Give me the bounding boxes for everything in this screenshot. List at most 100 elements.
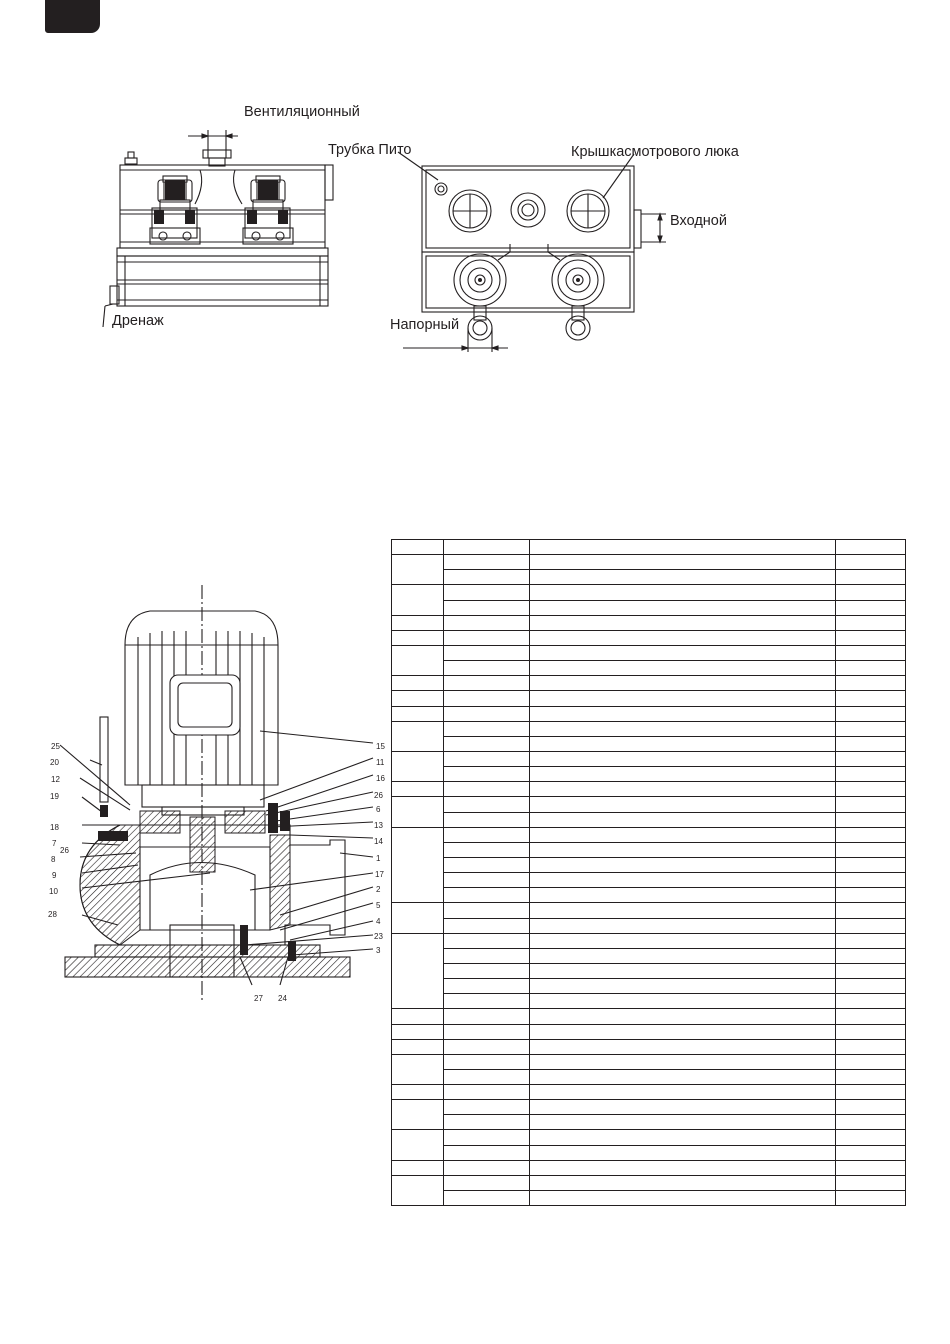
- table-row: [391, 1159, 906, 1176]
- table-cell: [529, 584, 836, 601]
- table-cell: [835, 599, 906, 616]
- table-row: [392, 735, 906, 752]
- label-hatch: Крышкасмотрового люка: [571, 144, 739, 160]
- table-cell: [443, 1053, 530, 1070]
- table-cell: [391, 554, 444, 586]
- table-cell: [443, 660, 530, 677]
- table-cell: [443, 614, 530, 631]
- page-corner-tab: [45, 0, 100, 33]
- table-cell: [529, 1023, 836, 1040]
- table-cell: [529, 796, 836, 813]
- table-cell: [391, 720, 444, 752]
- table-cell: [835, 1129, 906, 1146]
- label-vent: Вентиляционный: [244, 104, 360, 120]
- table-cell: [529, 705, 836, 722]
- table-cell: [529, 872, 836, 889]
- table-cell: [835, 690, 906, 707]
- table-cell: [443, 766, 530, 783]
- table-row: [392, 569, 906, 586]
- table-cell: [529, 947, 836, 964]
- table-cell: [835, 660, 906, 677]
- callout-18: 18: [50, 823, 59, 832]
- callout-24: 24: [278, 994, 287, 1003]
- table-cell: [529, 781, 836, 798]
- table-cell: [391, 690, 444, 707]
- table-cell: [529, 811, 836, 828]
- callout-6: 6: [376, 805, 381, 814]
- table-row: [392, 811, 906, 828]
- label-drain: Дренаж: [112, 313, 164, 329]
- table-cell: [835, 720, 906, 737]
- callout-17: 17: [375, 870, 384, 879]
- table-cell: [835, 917, 906, 934]
- table-row: [391, 554, 906, 586]
- table-cell: [835, 735, 906, 752]
- table-cell: [391, 902, 444, 934]
- table-row: [391, 720, 906, 752]
- label-pitot: Трубка Пито: [328, 142, 412, 158]
- callout-26-right: 26: [374, 791, 383, 800]
- table-cell: [835, 569, 906, 586]
- table-cell: [391, 705, 444, 722]
- table-cell: [529, 614, 836, 631]
- table-cell: [391, 1008, 444, 1025]
- table-cell: [443, 1023, 530, 1040]
- callout-16: 16: [376, 774, 385, 783]
- table-row: [391, 614, 906, 631]
- table-cell: [443, 902, 530, 919]
- callout-19: 19: [50, 792, 59, 801]
- table-cell: [391, 584, 444, 616]
- table-cell: [835, 932, 906, 949]
- table-row: [391, 644, 906, 677]
- table-row: [391, 796, 906, 828]
- table-row: [391, 1053, 906, 1086]
- table-cell: [443, 1174, 530, 1192]
- table-cell: [835, 766, 906, 783]
- table-row: [391, 584, 906, 616]
- table-cell: [529, 644, 836, 662]
- table-cell: [529, 766, 836, 783]
- table-cell: [391, 644, 444, 677]
- table-cell: [443, 1114, 530, 1131]
- table-cell: [835, 856, 906, 874]
- table-cell: [391, 932, 444, 1010]
- table-cell: [835, 554, 906, 571]
- table-cell: [391, 1053, 444, 1086]
- table-row: [392, 660, 906, 677]
- callout-9: 9: [52, 871, 57, 880]
- table-cell: [443, 735, 530, 752]
- top-view-drawing: [397, 151, 666, 352]
- table-cell: [391, 1129, 444, 1161]
- callout-5: 5: [376, 901, 381, 910]
- table-cell: [835, 978, 906, 995]
- table-row: [391, 1099, 906, 1131]
- table-cell: [443, 644, 530, 662]
- table-cell: [835, 811, 906, 828]
- table-cell: [529, 1129, 836, 1146]
- table-cell: [391, 1084, 444, 1101]
- table-row: [391, 690, 906, 707]
- table-cell: [391, 826, 444, 904]
- table-cell: [835, 1099, 906, 1116]
- table-cell: [443, 872, 530, 889]
- callout-11: 11: [376, 758, 385, 767]
- table-cell: [443, 811, 530, 828]
- table-cell: [391, 1159, 444, 1176]
- table-cell: [529, 1114, 836, 1131]
- table-row: [392, 1144, 906, 1161]
- table-cell: [835, 629, 906, 646]
- table-cell: [391, 1099, 444, 1131]
- table-cell: [529, 629, 836, 646]
- table-cell: [443, 690, 530, 707]
- callout-8: 8: [51, 855, 56, 864]
- table-cell: [529, 1174, 836, 1192]
- table-cell: [835, 887, 906, 904]
- table-cell: [443, 962, 530, 980]
- table-row: [391, 705, 906, 722]
- table-cell: [835, 781, 906, 798]
- table-row: [392, 1190, 906, 1207]
- table-cell: [443, 993, 530, 1010]
- table-cell: [835, 1174, 906, 1192]
- table-cell: [529, 1084, 836, 1101]
- table-row: [391, 1023, 906, 1040]
